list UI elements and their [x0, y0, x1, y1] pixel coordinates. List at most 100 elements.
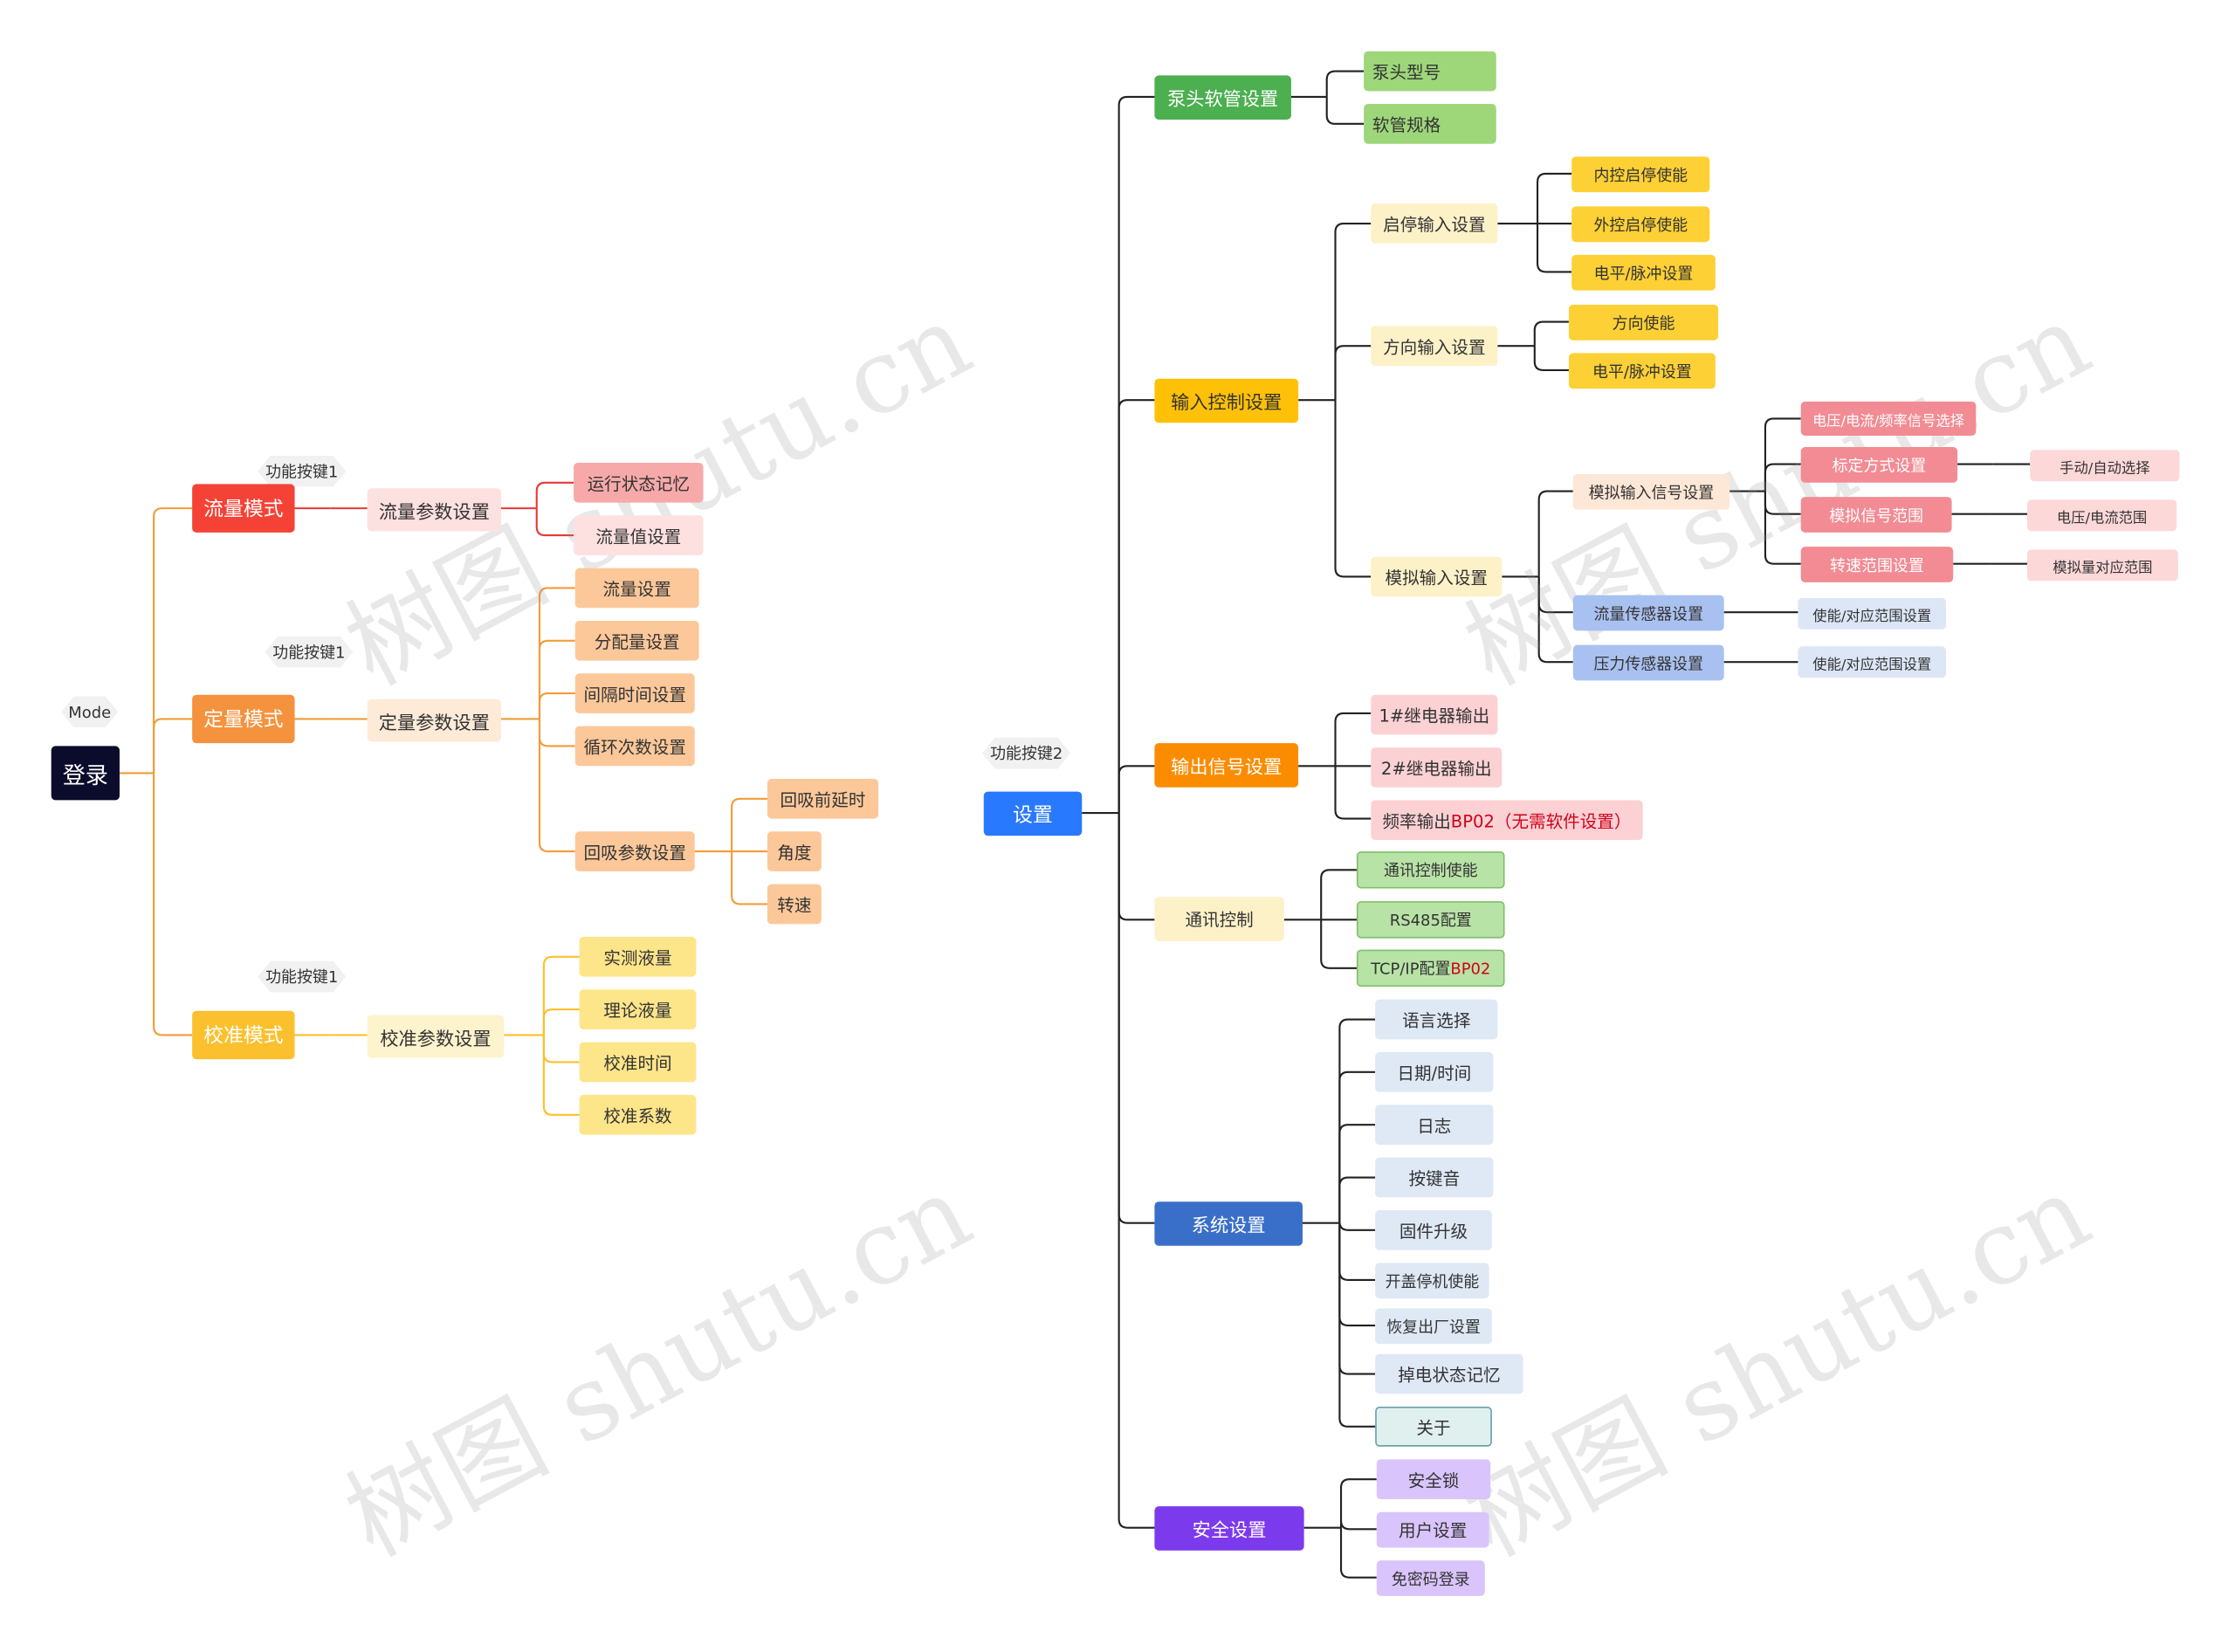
connector: [542, 1035, 580, 1116]
connector: [1339, 1527, 1377, 1579]
connector: [1118, 813, 1155, 1224]
comm-child-node[interactable]: RS485配置: [1356, 901, 1505, 939]
quant-mode-node[interactable]: 定量模式: [192, 694, 295, 744]
analog-signal-child-node[interactable]: 电压/电流/频率信号选择: [1800, 401, 1977, 436]
security-child-node[interactable]: 用户设置: [1376, 1511, 1489, 1548]
pressure-sensor-leaf-node[interactable]: 使能/对应范围设置: [1798, 646, 1947, 678]
security-child-node[interactable]: 安全锁: [1376, 1459, 1491, 1500]
freq-output-label: 频率输出: [1382, 810, 1451, 831]
function-key-2-tag: 功能按键2: [982, 738, 1070, 769]
connector: [1334, 222, 1372, 401]
flow-sensor-node[interactable]: 流量传感器设置: [1572, 595, 1724, 631]
suck-back-child-node[interactable]: 转速: [767, 884, 822, 925]
connector: [1325, 70, 1365, 97]
quant-child-node[interactable]: 间隔时间设置: [574, 673, 695, 713]
system-settings-node[interactable]: 系统设置: [1154, 1201, 1303, 1246]
output-signal-node[interactable]: 输出信号设置: [1154, 743, 1299, 788]
calib-param-node[interactable]: 校准参数设置: [367, 1015, 505, 1058]
connector: [1338, 1222, 1376, 1428]
suck-back-child-node[interactable]: 回吸前延时: [767, 778, 879, 819]
analog-input-node[interactable]: 模拟输入设置: [1371, 556, 1503, 597]
connector: [1338, 1124, 1376, 1223]
direction-child-node[interactable]: 方向使能: [1568, 304, 1719, 341]
security-child-node[interactable]: 免密码登录: [1376, 1560, 1485, 1596]
connector: [1537, 576, 1573, 614]
comm-control-node[interactable]: 通讯控制: [1154, 897, 1284, 941]
connector: [538, 639, 575, 719]
relay-output-node[interactable]: 2#继电器输出: [1371, 747, 1503, 788]
system-child-node[interactable]: 日期/时间: [1375, 1052, 1494, 1092]
system-child-node[interactable]: 掉电状态记忆: [1375, 1353, 1523, 1394]
system-child-node[interactable]: 恢复出厂设置: [1375, 1308, 1492, 1345]
connector: [535, 508, 574, 537]
connector: [538, 587, 575, 719]
analog-signal-child-node[interactable]: 标定方式设置: [1800, 447, 1958, 483]
system-child-node[interactable]: 固件升级: [1375, 1210, 1492, 1250]
quant-child-node[interactable]: 流量设置: [574, 568, 699, 609]
login-node[interactable]: 登录: [51, 746, 120, 801]
connector: [1118, 95, 1155, 814]
direction-child-node[interactable]: 电平/脉冲设置: [1568, 353, 1716, 389]
system-child-node[interactable]: 关于: [1375, 1407, 1492, 1447]
startstop-input-node[interactable]: 启停输入设置: [1371, 203, 1498, 244]
flow-child-node[interactable]: 运行状态记忆: [574, 462, 704, 503]
startstop-child-node[interactable]: 内控启停使能: [1571, 156, 1710, 193]
calib-child-node[interactable]: 校准系数: [579, 1094, 697, 1135]
function-key-tag: 功能按键1: [258, 456, 346, 487]
system-child-node[interactable]: 语言选择: [1375, 999, 1498, 1040]
direction-input-node[interactable]: 方向输入设置: [1371, 326, 1498, 367]
analog-leaf-node[interactable]: 模拟量对应范围: [2026, 549, 2178, 582]
system-child-node[interactable]: 按键音: [1375, 1157, 1494, 1198]
analog-signal-node[interactable]: 模拟输入信号设置: [1572, 473, 1730, 510]
flow-sensor-leaf-node[interactable]: 使能/对应范围设置: [1798, 597, 1947, 630]
tcp-config-node[interactable]: TCP/IP配置 BP02: [1356, 949, 1505, 988]
system-child-node[interactable]: 日志: [1375, 1105, 1494, 1146]
calib-child-node[interactable]: 理论液量: [579, 989, 697, 1029]
startstop-child-node[interactable]: 电平/脉冲设置: [1571, 254, 1716, 291]
calib-mode-node[interactable]: 校准模式: [192, 1010, 295, 1060]
relay-output-node[interactable]: 1#继电器输出: [1371, 694, 1498, 735]
connector: [542, 1035, 580, 1063]
connector: [153, 773, 193, 1036]
freq-output-model: BP02（无需软件设置）: [1450, 810, 1632, 831]
connector: [1338, 1222, 1376, 1327]
pump-child-node[interactable]: 软管规格: [1364, 104, 1496, 144]
calib-child-node[interactable]: 实测液量: [579, 936, 697, 977]
connector: [1764, 463, 1801, 492]
connector: [1334, 766, 1372, 820]
quant-param-node[interactable]: 定量参数设置: [367, 699, 501, 742]
connector: [1334, 400, 1372, 578]
security-settings-node[interactable]: 安全设置: [1154, 1506, 1304, 1551]
quant-child-node[interactable]: 循环次数设置: [574, 726, 695, 767]
connector: [1533, 346, 1569, 372]
calib-child-node[interactable]: 校准时间: [579, 1042, 697, 1083]
startstop-child-node[interactable]: 外控启停使能: [1571, 206, 1710, 243]
pressure-sensor-node[interactable]: 压力传感器设置: [1572, 644, 1724, 681]
suck-back-child-node[interactable]: 角度: [767, 831, 822, 871]
connector: [1764, 491, 1801, 565]
connector: [1533, 320, 1569, 347]
input-control-node[interactable]: 输入控制设置: [1154, 378, 1299, 423]
flow-child-node[interactable]: 流量值设置: [574, 515, 704, 555]
system-child-node[interactable]: 开盖停机使能: [1375, 1263, 1489, 1299]
connector: [1338, 1070, 1376, 1223]
settings-root-node[interactable]: 设置: [983, 791, 1083, 836]
analog-signal-child-node[interactable]: 转速范围设置: [1800, 547, 1954, 582]
connector: [1536, 172, 1572, 224]
connector: [1338, 1222, 1376, 1231]
analog-signal-child-node[interactable]: 模拟信号范围: [1800, 497, 1952, 533]
pump-hose-node[interactable]: 泵头软管设置: [1154, 75, 1291, 120]
flow-param-node[interactable]: 流量参数设置: [367, 488, 501, 532]
function-key-tag: 功能按键1: [258, 961, 346, 993]
analog-leaf-node[interactable]: 电压/电流范围: [2026, 499, 2177, 532]
quant-child-node[interactable]: 回吸参数设置: [574, 831, 695, 871]
connector: [1334, 712, 1372, 767]
flow-mode-node[interactable]: 流量模式: [192, 484, 295, 533]
quant-child-node[interactable]: 分配量设置: [574, 620, 699, 661]
analog-leaf-node[interactable]: 手动/自动选择: [2030, 450, 2180, 482]
pump-child-node[interactable]: 泵头型号: [1364, 51, 1496, 92]
comm-child-node[interactable]: 通讯控制使能: [1356, 851, 1505, 889]
connector: [1320, 869, 1357, 920]
